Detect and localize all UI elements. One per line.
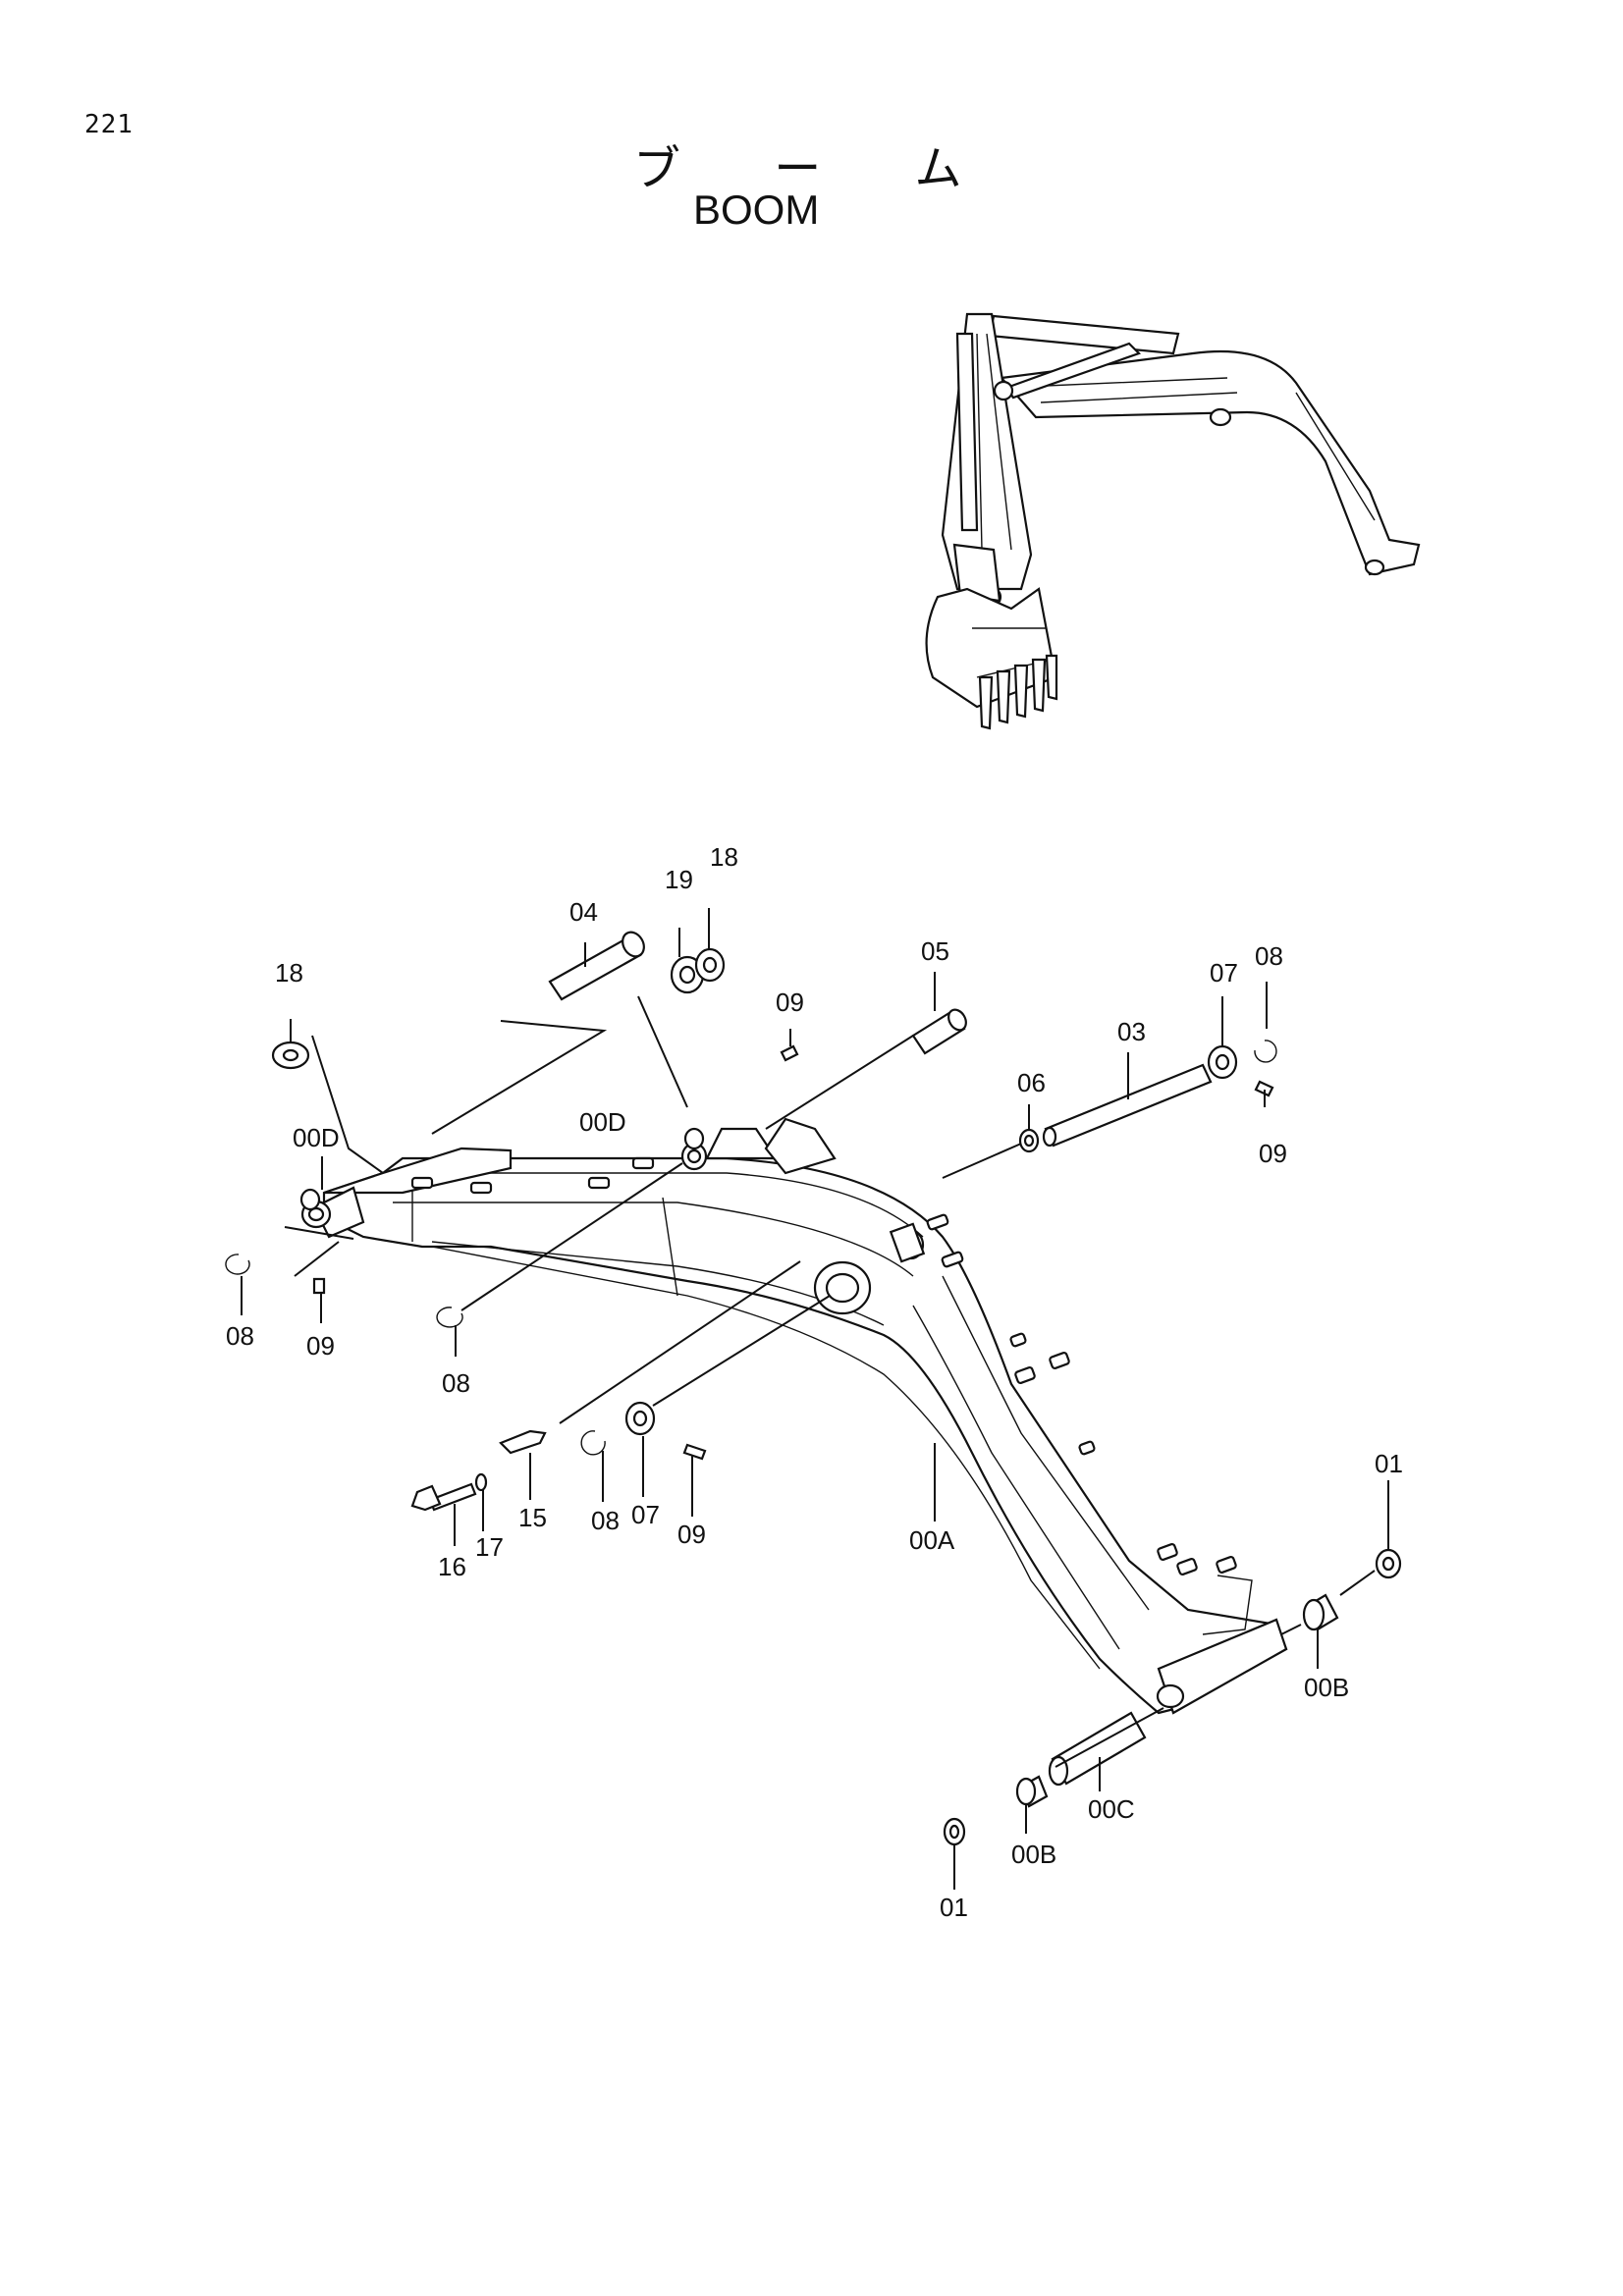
callout-labels: 18 19 18 04 05 09 00D 00D 03 07 08 06 09… xyxy=(226,842,1403,1922)
callout-07-top: 07 xyxy=(1210,958,1238,988)
callout-09-top: 09 xyxy=(776,988,804,1017)
callout-08-top: 08 xyxy=(1255,941,1283,971)
callout-18-left: 18 xyxy=(275,958,303,988)
boom-main-body xyxy=(300,1117,1288,1715)
callout-01-right: 01 xyxy=(1375,1449,1403,1478)
bucket-teeth xyxy=(978,654,1058,730)
leader-lines xyxy=(241,908,1389,1890)
callout-00B-bottom: 00B xyxy=(1011,1840,1056,1869)
callout-00A: 00A xyxy=(909,1525,955,1555)
boom-overview-illustration xyxy=(925,312,1421,730)
callout-18-top: 18 xyxy=(710,842,738,872)
callout-03: 03 xyxy=(1117,1017,1146,1046)
callout-06: 06 xyxy=(1017,1068,1046,1097)
exploded-parts xyxy=(225,931,1402,1846)
callout-07-bottom: 07 xyxy=(631,1500,660,1529)
callout-16: 16 xyxy=(438,1552,466,1581)
callout-09-right: 09 xyxy=(1259,1139,1287,1168)
callout-04: 04 xyxy=(569,897,598,927)
callout-08-left: 08 xyxy=(226,1321,254,1351)
page-number: 221 xyxy=(84,110,134,139)
callout-09-left: 09 xyxy=(306,1331,335,1361)
callout-00D-center: 00D xyxy=(579,1107,626,1137)
callout-01-bottom: 01 xyxy=(940,1893,968,1922)
callout-00D-left: 00D xyxy=(293,1123,340,1152)
title-english: BOOM xyxy=(693,187,820,233)
callout-00C: 00C xyxy=(1088,1794,1135,1824)
callout-19: 19 xyxy=(665,865,693,894)
callout-17: 17 xyxy=(475,1532,504,1562)
boom-slots xyxy=(410,1156,1237,1575)
callout-00B-right: 00B xyxy=(1304,1673,1349,1702)
callout-15: 15 xyxy=(518,1503,547,1532)
title-japanese: ブ ー ム xyxy=(633,141,1001,196)
callout-05: 05 xyxy=(921,936,949,966)
callout-08-bottom: 08 xyxy=(591,1506,620,1535)
callout-08-center: 08 xyxy=(442,1368,470,1398)
callout-09-bottom: 09 xyxy=(677,1520,706,1549)
